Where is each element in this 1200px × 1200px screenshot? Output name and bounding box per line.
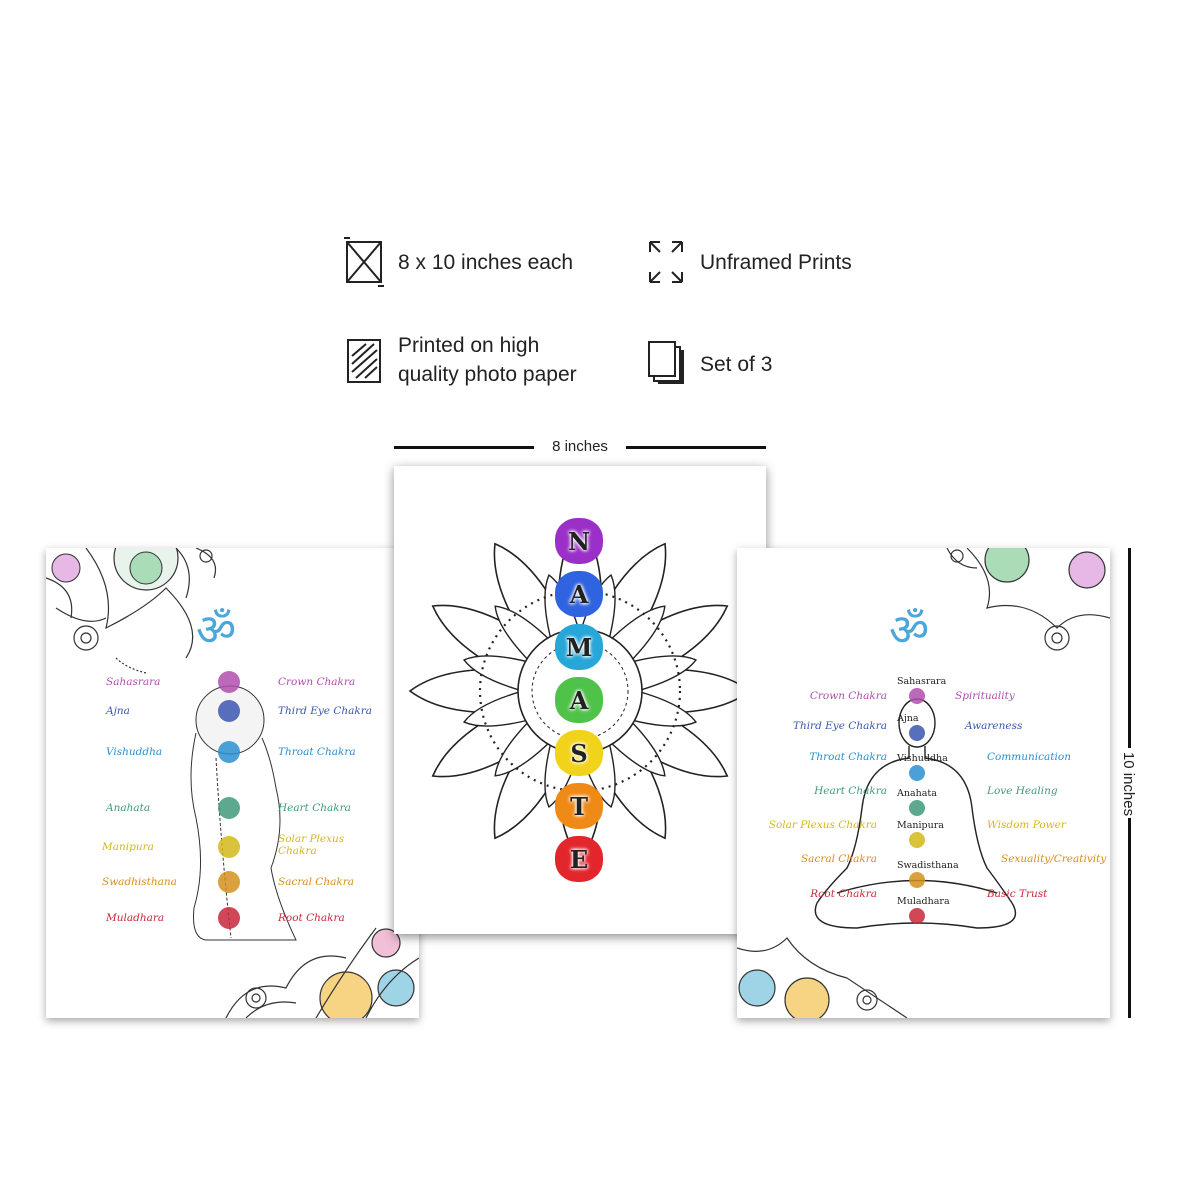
right-chakra-dot	[909, 688, 925, 704]
left-chakra-dot	[218, 871, 240, 893]
mandala-center-dots	[531, 642, 629, 740]
feature-unframed-text: Unframed Prints	[700, 250, 852, 274]
width-line-right	[626, 446, 766, 449]
right-chakra-name-label: Throat Chakra	[809, 751, 887, 763]
width-dimension: 8 inches	[394, 437, 766, 457]
right-body-label: Sahasrara	[897, 676, 947, 687]
right-body-label: Vishuddha	[897, 753, 948, 764]
right-body-label: Ajna	[897, 713, 919, 724]
left-sanskrit-label: Swadhisthana	[102, 876, 177, 888]
feature-size-text: 8 x 10 inches each	[398, 250, 574, 274]
right-meaning-label: Communication	[987, 751, 1071, 763]
right-chakra-dot	[909, 800, 925, 816]
height-dimension: 10 inches	[1118, 548, 1140, 1018]
right-bottom-mandala-art	[737, 937, 908, 1018]
dimensions-box-icon	[344, 236, 384, 288]
right-chakra-name-label: Third Eye Chakra	[792, 720, 887, 732]
right-om-symbol: ॐ	[889, 605, 930, 656]
namaste-letter-5: S	[555, 730, 603, 776]
unframed-corners-icon	[646, 236, 686, 288]
right-chakra-name-label: Heart Chakra	[814, 785, 887, 797]
right-chakra-dot	[909, 908, 925, 924]
left-chakra-dot	[218, 700, 240, 722]
left-chakra-dot	[218, 797, 240, 819]
left-sanskrit-label: Muladhara	[106, 912, 165, 924]
left-english-label: Root Chakra	[278, 912, 345, 924]
left-english-label: Throat Chakra	[278, 746, 356, 758]
namaste-letter-1: N	[555, 518, 603, 564]
right-body-label: Swadisthana	[897, 860, 959, 871]
left-english-label: Solar Plexus Chakra	[278, 833, 345, 857]
left-sanskrit-label: Anahata	[106, 802, 151, 814]
left-chakra-dot	[218, 836, 240, 858]
right-meaning-label: Basic Trust	[987, 888, 1048, 900]
namaste-letter-2: A	[555, 571, 603, 617]
feature-paper-line1: Printed on high	[398, 334, 540, 357]
right-body-label: Anahata	[897, 788, 937, 799]
left-poster-art	[46, 548, 419, 1018]
right-meaning-label: Love Healing	[987, 785, 1058, 797]
right-body-label: Manipura	[897, 820, 944, 831]
left-sanskrit-label: Ajna	[106, 705, 130, 717]
namaste-letter-3: M	[555, 624, 603, 670]
photo-paper-icon	[344, 334, 384, 386]
right-body-label: Muladhara	[897, 896, 950, 907]
width-line-left	[394, 446, 534, 449]
namaste-letter-6: T	[555, 783, 603, 829]
right-poster-art	[737, 548, 1110, 1018]
width-label: 8 inches	[552, 438, 608, 455]
feature-paper-text: Printed on high quality photo paper	[398, 331, 577, 389]
feature-size: 8 x 10 inches each	[344, 236, 573, 288]
left-sanskrit-label: Manipura	[102, 841, 154, 853]
namaste-letter-7: E	[555, 836, 603, 882]
left-chakra-dot	[218, 671, 240, 693]
feature-set: Set of 3	[646, 338, 772, 390]
left-bottom-mandala-art	[225, 927, 419, 1018]
feature-unframed: Unframed Prints	[646, 236, 852, 288]
height-label: 10 inches	[1120, 751, 1137, 817]
right-meaning-label: Wisdom Power	[987, 819, 1066, 831]
height-line-bottom	[1128, 818, 1131, 1018]
right-chakra-dot	[909, 725, 925, 741]
right-chakra-dot	[909, 872, 925, 888]
right-chakra-name-label: Solar Plexus Chakra	[768, 819, 877, 831]
feature-set-text: Set of 3	[700, 352, 773, 376]
right-meaning-label: Spirituality	[955, 690, 1015, 702]
left-english-label: Crown Chakra	[278, 676, 356, 688]
namaste-letter-4: A	[555, 677, 603, 723]
left-chakra-dot	[218, 907, 240, 929]
height-line-top	[1128, 548, 1131, 748]
right-chakra-name-label: Root Chakra	[810, 888, 877, 900]
right-chakra-name-label: Crown Chakra	[809, 690, 887, 702]
stacked-sheets-icon	[646, 338, 686, 390]
left-sanskrit-label: Vishuddha	[106, 746, 163, 758]
feature-paper-line2: quality photo paper	[398, 363, 577, 386]
feature-paper: Printed on high quality photo paper	[344, 331, 577, 389]
right-meaning-label: Sexuality/Creativity	[1001, 853, 1107, 865]
right-chakra-dot	[909, 832, 925, 848]
right-chakra-dot	[909, 765, 925, 781]
left-english-label: Sacral Chakra	[278, 876, 355, 888]
right-top-mandala-art	[946, 548, 1110, 651]
left-sanskrit-label: Sahasrara	[106, 676, 161, 688]
left-english-label: Heart Chakra	[278, 802, 351, 814]
left-om-symbol: ॐ	[196, 605, 237, 656]
left-english-label: Third Eye Chakra	[278, 705, 373, 717]
right-chakra-name-label: Sacral Chakra	[800, 853, 877, 865]
left-chakra-dot	[218, 741, 240, 763]
right-meaning-label: Awareness	[965, 720, 1023, 732]
